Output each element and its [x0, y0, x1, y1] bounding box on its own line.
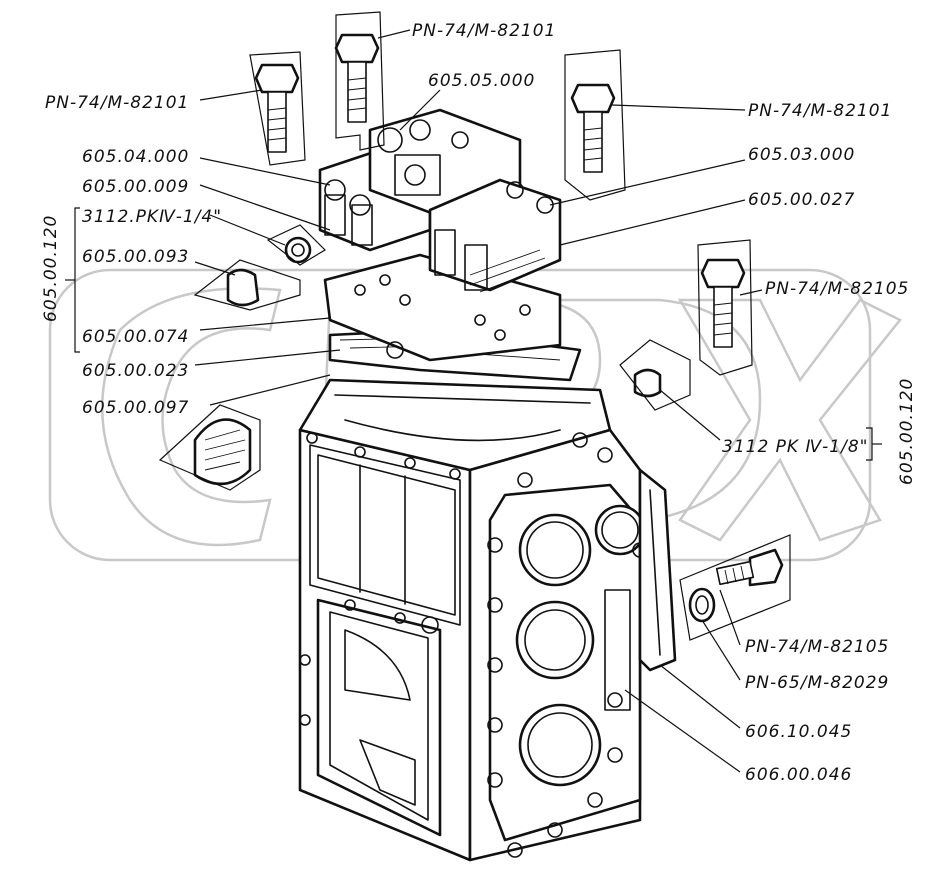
label-top-bolt: PN-74/M-82101 — [412, 21, 556, 41]
leader-lines — [65, 29, 882, 773]
hex-bolt-icon — [254, 33, 784, 587]
label-right-bolt: PN-74/M-82101 — [748, 101, 892, 121]
label-605-00-023: 605.00.023 — [82, 361, 189, 381]
label-605-04-000: 605.04.000 — [82, 147, 189, 167]
label-605-05-000: 605.05.000 — [428, 71, 535, 91]
main-housing — [298, 378, 677, 862]
label-605-00-009: 605.00.009 — [82, 177, 189, 197]
label-right-bolt-2: PN-74/M-82105 — [765, 279, 909, 299]
label-plug-quarter: 3112.PKⅣ-1/4" — [82, 207, 222, 227]
plug-icon — [158, 224, 691, 491]
label-group-right: 605.00.120 — [897, 378, 917, 485]
label-left-bolt: PN-74/M-82101 — [45, 93, 189, 113]
labels: PN-74/M-82101 PN-74/M-82101 PN-74/M-8210… — [41, 21, 917, 785]
label-605-03-000: 605.03.000 — [748, 145, 855, 165]
washer-icon — [688, 587, 716, 623]
label-washer: PN-65/M-82029 — [745, 673, 889, 693]
label-group-left: 605.00.120 — [41, 215, 61, 322]
bolt-frames — [249, 11, 791, 641]
front-bolt-row — [299, 432, 461, 726]
label-605-00-097: 605.00.097 — [82, 398, 189, 418]
flange-gasket — [488, 483, 646, 842]
label-606-10-045: 606.10.045 — [745, 722, 852, 742]
valve-block-assembly — [318, 108, 582, 382]
label-side-bolt: PN-74/M-82105 — [745, 637, 889, 657]
side-bolt-row — [487, 432, 648, 858]
label-plug-eighth: 3112 PK Ⅳ-1/8" — [722, 437, 868, 457]
label-605-00-074: 605.00.074 — [82, 327, 189, 347]
label-605-00-093: 605.00.093 — [82, 247, 189, 267]
label-605-00-027: 605.00.027 — [748, 190, 855, 210]
label-606-00-046: 606.00.046 — [745, 765, 852, 785]
